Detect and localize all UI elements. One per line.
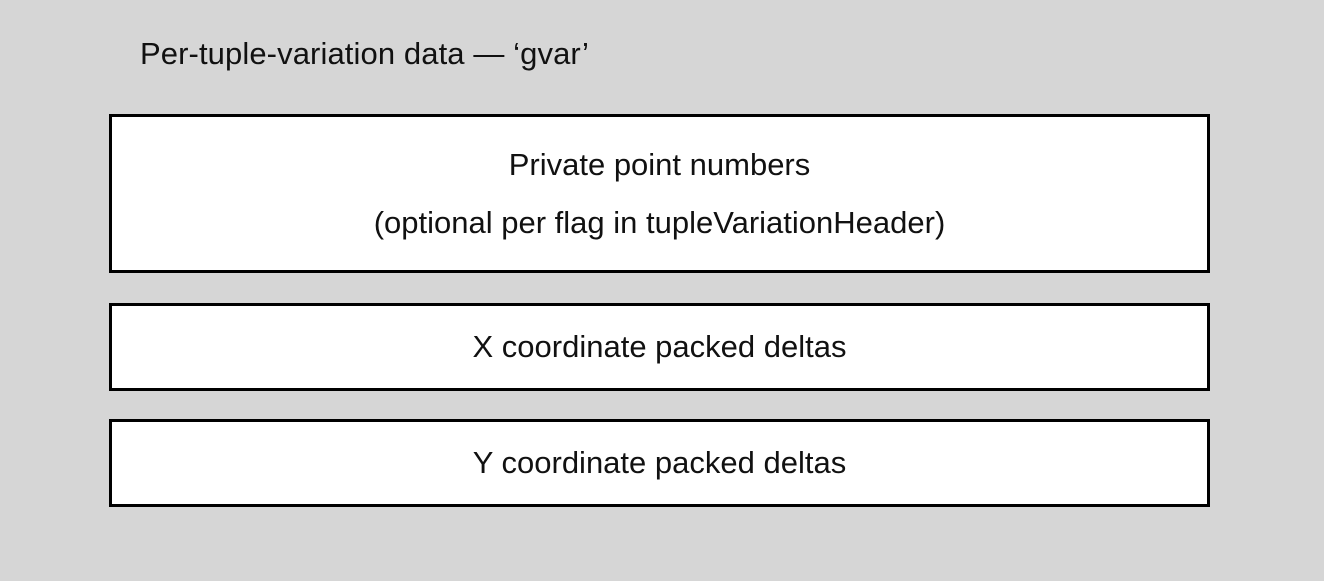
struct-box-y-coordinate-packed-deltas: Y coordinate packed deltas xyxy=(109,419,1210,507)
struct-box-label-line-1: Private point numbers xyxy=(508,146,811,182)
struct-box-private-point-numbers: Private point numbers (optional per flag… xyxy=(109,114,1210,273)
struct-box-label-line-1: Y coordinate packed deltas xyxy=(472,445,847,480)
struct-box-x-coordinate-packed-deltas: X coordinate packed deltas xyxy=(109,303,1210,391)
struct-box-label-line-2: (optional per flag in tupleVariationHead… xyxy=(373,204,946,240)
struct-box-label-line-1: X coordinate packed deltas xyxy=(472,329,847,364)
diagram-title: Per-tuple-variation data — ‘gvar’ xyxy=(140,36,589,71)
